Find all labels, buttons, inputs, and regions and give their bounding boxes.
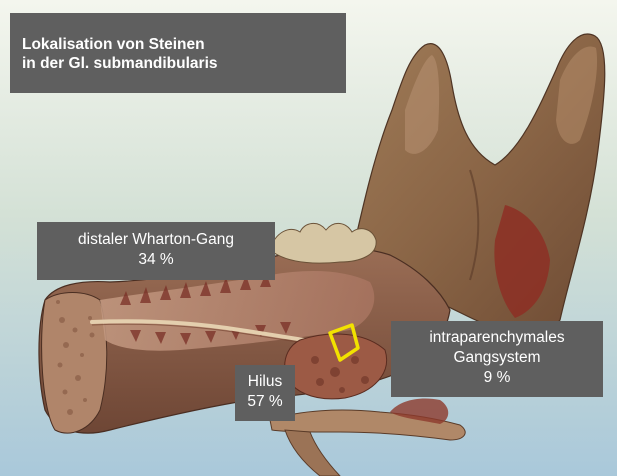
mandible-symphysis	[42, 293, 107, 434]
intraparenchymal-percent: 9 %	[391, 368, 603, 388]
wharton-label: distaler Wharton-Gang 34 %	[37, 222, 275, 280]
intraparenchymal-label: intraparenchymales Gangsystem 9 %	[391, 321, 603, 397]
hilus-percent: 57 %	[235, 392, 295, 412]
title-line-1: Lokalisation von Steinen	[22, 35, 346, 54]
title-box: Lokalisation von Steinen in der Gl. subm…	[10, 13, 346, 93]
intraparenchymal-line-1: intraparenchymales	[391, 328, 603, 348]
intraparenchymal-line-2: Gangsystem	[391, 348, 603, 368]
wharton-name: distaler Wharton-Gang	[37, 230, 275, 250]
hilus-label: Hilus 57 %	[235, 365, 295, 421]
wharton-percent: 34 %	[37, 250, 275, 270]
hilus-name: Hilus	[235, 372, 295, 392]
title-line-2: in der Gl. submandibularis	[22, 54, 346, 73]
